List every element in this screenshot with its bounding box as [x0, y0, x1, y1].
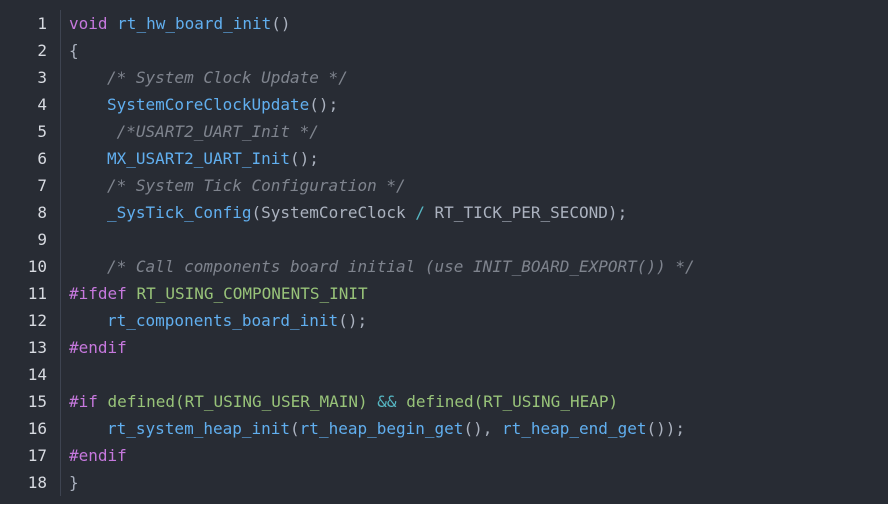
code-line: /* Call components board initial (use IN… — [69, 253, 888, 280]
macro-condition: defined(RT_USING_HEAP) — [406, 392, 619, 411]
preprocessor-directive: #if — [69, 392, 98, 411]
code-line: _SysTick_Config(SystemCoreClock / RT_TIC… — [69, 199, 888, 226]
operator: / — [415, 203, 425, 222]
line-number: 16 — [27, 419, 47, 438]
line-number: 10 — [27, 257, 47, 276]
function-name: rt_system_heap_init — [107, 419, 291, 438]
code-line: /*USART2_UART_Init */ — [69, 118, 888, 145]
line-number: 2 — [37, 41, 47, 60]
line-number: 14 — [27, 365, 47, 384]
line-number: 9 — [37, 230, 47, 249]
code-line: /* System Clock Update */ — [69, 64, 888, 91]
preprocessor-directive: #endif — [69, 446, 127, 465]
preprocessor-directive: #ifdef — [69, 284, 127, 303]
comment: /*USART2_UART_Init */ — [107, 122, 319, 141]
comment: /* System Tick Configuration */ — [107, 176, 406, 195]
function-name: rt_heap_begin_get — [299, 419, 464, 438]
function-name: _SysTick_Config — [107, 203, 252, 222]
function-name: SystemCoreClockUpdate — [107, 95, 310, 114]
line-number: 11 — [27, 284, 47, 303]
line-number: 3 — [37, 68, 47, 87]
line-number: 13 — [27, 338, 47, 357]
function-name: MX_USART2_UART_Init — [107, 149, 291, 168]
punctuation: ()); — [646, 419, 685, 438]
line-number: 6 — [37, 149, 47, 168]
line-number: 18 — [27, 473, 47, 492]
line-number: 7 — [37, 176, 47, 195]
punctuation: (); — [309, 95, 339, 114]
comment: /* System Clock Update */ — [107, 68, 348, 87]
code-line: rt_system_heap_init(rt_heap_begin_get(),… — [69, 415, 888, 442]
argument-text: (SystemCoreClock — [251, 203, 416, 222]
punctuation: (); — [338, 311, 368, 330]
function-name: rt_components_board_init — [107, 311, 339, 330]
code-line: SystemCoreClockUpdate(); — [69, 91, 888, 118]
comment: /* Call components board initial (use IN… — [107, 257, 695, 276]
line-number: 4 — [37, 95, 47, 114]
code-line: #endif — [69, 334, 888, 361]
operator: && — [377, 392, 397, 411]
punctuation: ( — [290, 419, 300, 438]
code-line: } — [69, 473, 79, 492]
line-number-gutter: 1 2 3 4 5 6 7 8 9 10 11 12 13 14 15 16 1… — [0, 10, 56, 496]
argument-text: RT_TICK_PER_SECOND); — [424, 203, 628, 222]
code-line: #ifdef RT_USING_COMPONENTS_INIT — [69, 280, 888, 307]
line-number: 12 — [27, 311, 47, 330]
punctuation: (), — [463, 419, 502, 438]
function-name: rt_heap_end_get — [501, 419, 647, 438]
code-line: void rt_hw_board_init() — [69, 10, 888, 37]
line-number: 8 — [37, 203, 47, 222]
code-line-blank — [69, 226, 888, 253]
code-line: { — [69, 41, 79, 60]
code-line: /* System Tick Configuration */ — [69, 172, 888, 199]
code-line: #endif — [69, 442, 888, 469]
line-number: 15 — [27, 392, 47, 411]
line-number: 5 — [37, 122, 47, 141]
code-line-blank — [69, 361, 888, 388]
code-lines: void rt_hw_board_init() { /* System Cloc… — [69, 10, 888, 496]
keyword: void — [69, 14, 108, 33]
punctuation: () — [271, 14, 291, 33]
punctuation: (); — [290, 149, 319, 168]
line-number: 17 — [27, 446, 47, 465]
code-line: MX_USART2_UART_Init(); — [69, 145, 888, 172]
macro-name: RT_USING_COMPONENTS_INIT — [136, 284, 368, 303]
code-line: #if defined(RT_USING_USER_MAIN) && defin… — [69, 388, 888, 415]
preprocessor-directive: #endif — [69, 338, 127, 357]
code-line: rt_components_board_init(); — [69, 307, 888, 334]
function-name: rt_hw_board_init — [117, 14, 272, 33]
macro-condition: defined(RT_USING_USER_MAIN) — [107, 392, 368, 411]
gutter-divider — [60, 10, 61, 496]
line-number: 1 — [37, 14, 47, 33]
